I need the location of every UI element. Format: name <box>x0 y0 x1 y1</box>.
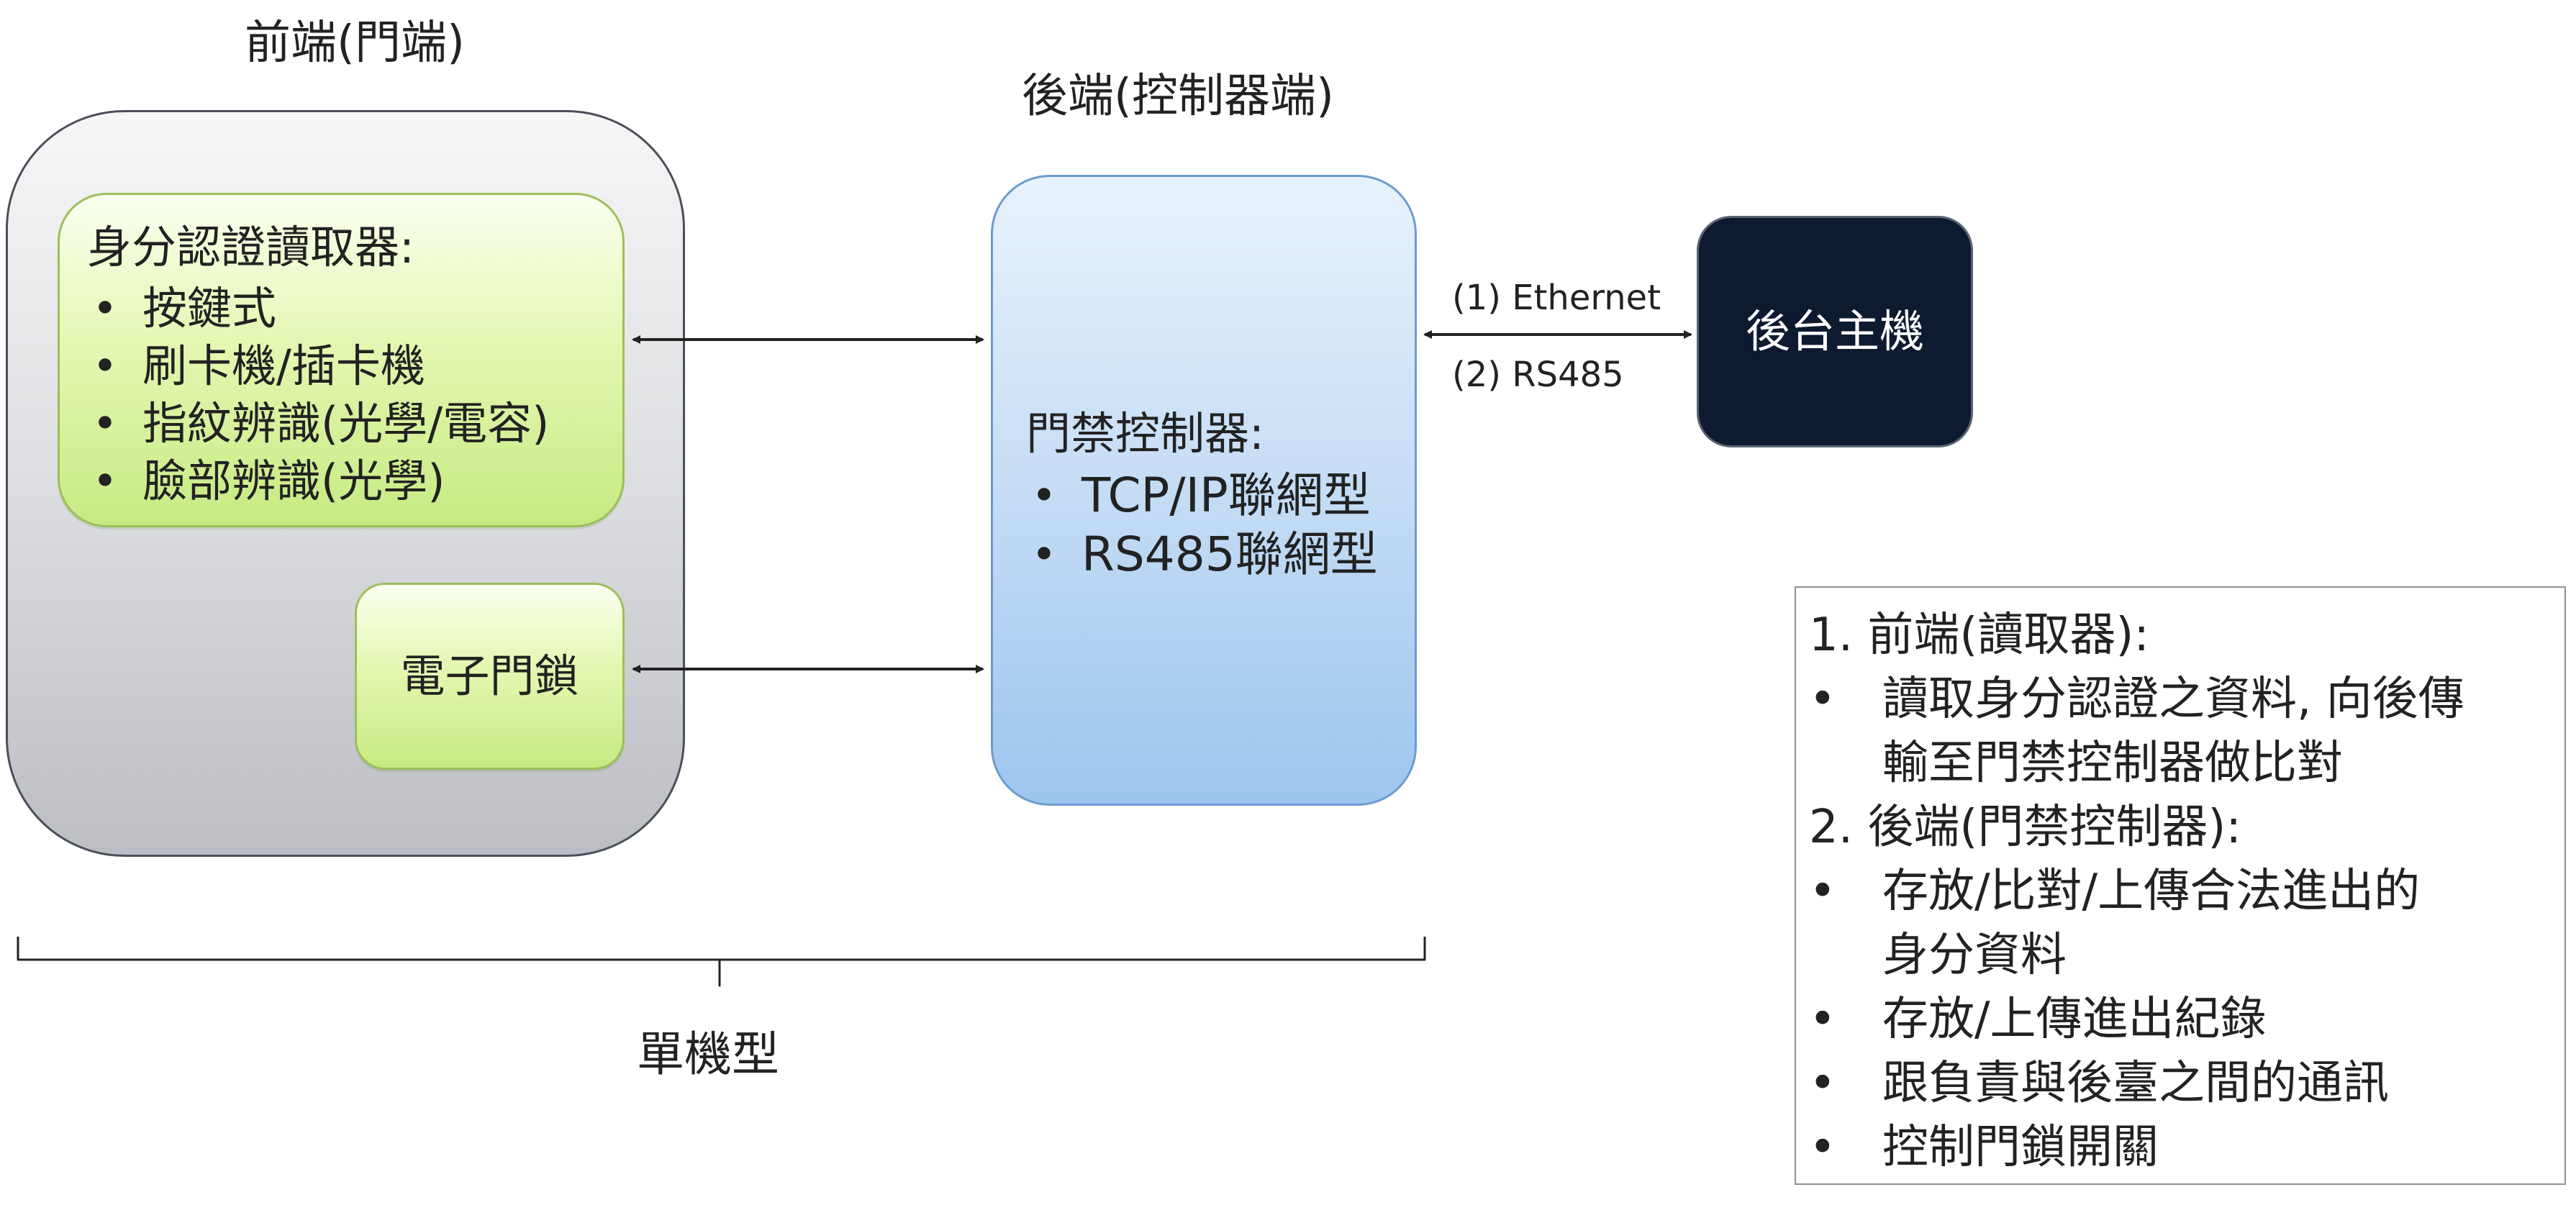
standalone-label: 單機型 <box>637 1027 779 1082</box>
identity-reader-item-label: 刷卡機/插卡機 <box>142 339 425 392</box>
access-controller-item-label: RS485聯網型 <box>1081 526 1378 582</box>
bullet-icon: • <box>1031 470 1057 521</box>
identity-reader-item-label: 指紋辨識(光學/電容) <box>142 396 550 450</box>
notes-item: • 跟負責與後臺之間的通訊 <box>1809 1052 2564 1116</box>
standalone-bracket <box>17 937 1426 987</box>
access-controller-item: • RS485聯網型 <box>1026 525 1415 584</box>
bullet-icon: • <box>1809 1121 1836 1174</box>
bullet-icon: • <box>1809 993 1836 1046</box>
identity-reader-item: • 指紋辨識(光學/電容) <box>87 395 622 453</box>
identity-reader-item: • 臉部辨識(光學) <box>87 453 622 510</box>
access-controller-list: • TCP/IP聯網型 • RS485聯網型 <box>1026 466 1415 584</box>
notes-item: • 讀取身分認證之資料, 向後傳 輸至門禁控制器做比對 <box>1809 668 2564 796</box>
front-end-title: 前端(門端) <box>245 17 465 70</box>
access-controller-item-label: TCP/IP聯網型 <box>1081 467 1371 523</box>
notes-box: 1. 前端(讀取器): • 讀取身分認證之資料, 向後傳 輸至門禁控制器做比對 … <box>1795 586 2566 1185</box>
electronic-lock-label: 電子門鎖 <box>400 649 579 702</box>
notes-heading-back: 2. 後端(門禁控制器): <box>1809 801 2241 854</box>
notes-list-back: • 存放/比對/上傳合法進出的 身分資料 • 存放/上傳進出紀錄 • 跟負責與後… <box>1809 860 2564 1180</box>
connection-label-rs485: (2) RS485 <box>1452 355 1624 395</box>
electronic-lock-box: 電子門鎖 <box>355 583 625 770</box>
notes-item-line: 輸至門禁控制器做比對 <box>1882 737 2343 790</box>
bullet-icon: • <box>92 398 118 449</box>
notes-item-line: 存放/上傳進出紀錄 <box>1882 993 2267 1046</box>
bullet-icon: • <box>1809 1057 1836 1110</box>
bullet-icon: • <box>1031 529 1057 580</box>
access-controller-item: • TCP/IP聯網型 <box>1026 466 1415 525</box>
bullet-icon: • <box>92 283 118 334</box>
identity-reader-item: • 按鍵式 <box>87 280 622 337</box>
backend-host-box: 後台主機 <box>1697 216 1973 447</box>
notes-item-line: 存放/比對/上傳合法進出的 <box>1882 865 2421 918</box>
identity-reader-item-label: 臉部辨識(光學) <box>142 454 445 507</box>
notes-heading-front: 1. 前端(讀取器): <box>1809 609 2149 662</box>
bullet-icon: • <box>1809 673 1836 726</box>
notes-item-line: 控制門鎖開關 <box>1882 1121 2159 1174</box>
notes-list-front: • 讀取身分認證之資料, 向後傳 輸至門禁控制器做比對 <box>1809 668 2564 796</box>
back-end-title: 後端(控制器端) <box>1022 70 1334 123</box>
connection-label-ethernet: (1) Ethernet <box>1452 278 1661 318</box>
notes-item-line: 讀取身分認證之資料, 向後傳 <box>1882 673 2464 726</box>
access-controller-title: 門禁控制器: <box>1026 407 1264 460</box>
notes-item-line: 跟負責與後臺之間的通訊 <box>1882 1057 2389 1110</box>
bullet-icon: • <box>92 340 118 391</box>
bullet-icon: • <box>1809 865 1836 918</box>
notes-item: • 存放/比對/上傳合法進出的 身分資料 <box>1809 860 2564 988</box>
identity-reader-list: • 按鍵式 • 刷卡機/插卡機 • 指紋辨識(光學/電容) • 臉部辨識(光學) <box>87 280 622 510</box>
backend-host-label: 後台主機 <box>1745 304 1924 358</box>
notes-item-line: 身分資料 <box>1882 929 2067 982</box>
identity-reader-title: 身分認證讀取器: <box>87 221 414 273</box>
identity-reader-item-label: 按鍵式 <box>142 281 277 335</box>
identity-reader-box: 身分認證讀取器: • 按鍵式 • 刷卡機/插卡機 • 指紋辨識(光學/電容) •… <box>58 193 625 527</box>
identity-reader-item: • 刷卡機/插卡機 <box>87 337 622 395</box>
access-controller-box: 門禁控制器: • TCP/IP聯網型 • RS485聯網型 <box>991 175 1417 806</box>
bullet-icon: • <box>92 455 118 506</box>
notes-item: • 控制門鎖開關 <box>1809 1116 2564 1180</box>
notes-item: • 存放/上傳進出紀錄 <box>1809 988 2564 1052</box>
